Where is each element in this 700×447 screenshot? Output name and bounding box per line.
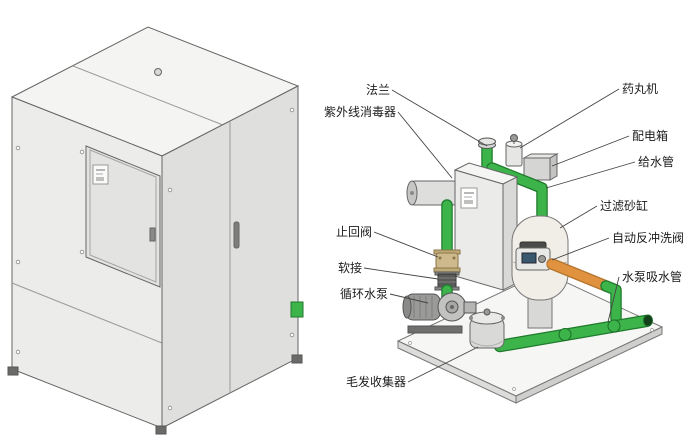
leader-sand-filter bbox=[559, 205, 598, 229]
skid-cabinet-sticker bbox=[460, 187, 478, 209]
cabinet-lifting-eye bbox=[154, 68, 162, 76]
cabinet-unit bbox=[7, 26, 304, 435]
leader-flange bbox=[391, 89, 488, 147]
circulation-pump bbox=[402, 292, 477, 334]
label-pill-dispenser: 药丸机 bbox=[622, 82, 659, 96]
skid-control-cabinet bbox=[453, 162, 519, 291]
cabinet-door-inner-line bbox=[89, 149, 157, 283]
cabinet-door-handle bbox=[149, 227, 156, 242]
leader-backwash-valve bbox=[551, 237, 610, 261]
label-hair-collector: 毛发收集器 bbox=[345, 375, 406, 389]
cabinet-top-seam bbox=[72, 65, 224, 126]
label-water-supply-pipe: 给水管 bbox=[638, 155, 675, 169]
power-distribution-box bbox=[522, 153, 559, 181]
cabinet-front-seam bbox=[11, 282, 163, 344]
leader-lines bbox=[363, 88, 636, 383]
auto-backwash-valve bbox=[515, 241, 551, 271]
label-flange: 法兰 bbox=[365, 83, 390, 97]
base-plate bbox=[396, 271, 664, 404]
label-sand-filter: 过滤砂缸 bbox=[600, 199, 649, 213]
cabinet-pipe-stub bbox=[290, 301, 304, 318]
cabinet-door-sticker bbox=[92, 164, 109, 185]
uv-sterilizer-unit bbox=[406, 180, 459, 206]
leader-pill-dispenser bbox=[519, 88, 620, 149]
flange bbox=[478, 137, 496, 149]
label-uv-sterilizer: 紫外线消毒器 bbox=[323, 105, 396, 119]
leader-flexible-joint bbox=[363, 267, 439, 280]
label-backwash-valve: 自动反冲洗阀 bbox=[612, 231, 685, 245]
label-check-valve: 止回阀 bbox=[335, 225, 372, 239]
leader-suction-pipe bbox=[607, 276, 620, 323]
pump-suction-pipe bbox=[493, 314, 653, 353]
cabinet-right-handle bbox=[233, 221, 240, 249]
hair-collector bbox=[469, 308, 505, 349]
leader-distribution-box bbox=[551, 135, 630, 167]
pill-dispenser bbox=[505, 134, 523, 167]
leader-water-supply-pipe bbox=[545, 161, 636, 189]
cabinet-screws bbox=[15, 107, 295, 411]
leader-hair-collector bbox=[407, 346, 479, 383]
leader-uv-sterilizer bbox=[397, 111, 453, 179]
label-suction-pipe: 水泵吸水管 bbox=[622, 270, 683, 284]
leader-circulation-pump bbox=[389, 293, 429, 304]
label-circulation-pump: 循环水泵 bbox=[339, 287, 388, 301]
label-distribution-box: 配电箱 bbox=[632, 129, 669, 143]
check-valve bbox=[433, 249, 461, 273]
leader-check-valve bbox=[373, 231, 439, 258]
cabinet-feet bbox=[7, 354, 303, 435]
pump-skid-assembly bbox=[396, 134, 664, 404]
label-flexible-joint: 软接 bbox=[337, 261, 362, 275]
